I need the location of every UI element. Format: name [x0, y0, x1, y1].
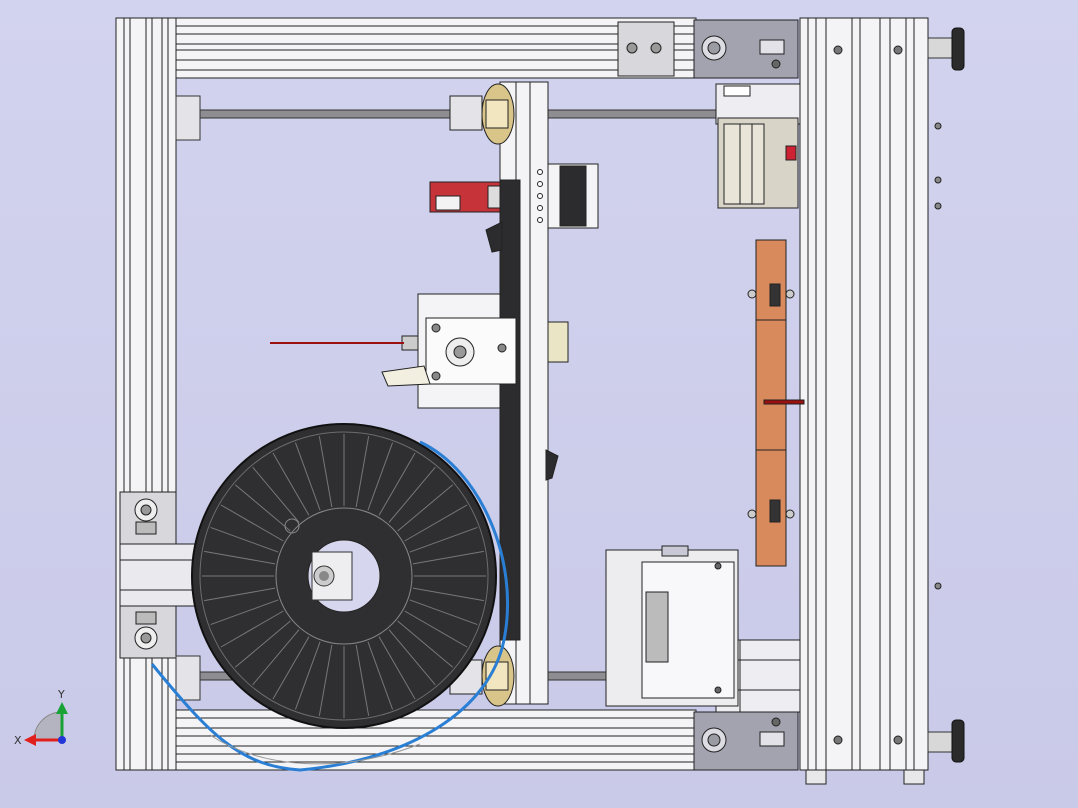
- right-rod-mount-top: [715, 83, 801, 125]
- spool-spoke: [204, 550, 276, 565]
- spool-spoke: [412, 587, 484, 602]
- spool-spoke: [404, 610, 468, 648]
- spool-spoke: [355, 436, 370, 508]
- x-stepper-motor: [547, 163, 599, 229]
- spool-spoke: [409, 599, 478, 626]
- spool-spoke: [234, 484, 291, 532]
- knob-icon[interactable]: [927, 27, 965, 71]
- spool-spoke: [378, 452, 416, 516]
- axis-triad-icon: Y X: [14, 688, 68, 747]
- spool-spoke: [409, 526, 478, 553]
- spool-spoke: [220, 610, 284, 648]
- spool-spoke: [252, 466, 300, 523]
- top-linear-rod: [175, 95, 721, 141]
- spool-spoke: [204, 587, 276, 602]
- bottom-frame-extrusion: [175, 709, 697, 771]
- top-right-corner-bracket: [693, 19, 799, 79]
- spool-spoke: [397, 484, 454, 532]
- spool-spoke: [367, 641, 394, 710]
- filament-spool[interactable]: [191, 423, 497, 729]
- spool-spoke: [294, 641, 321, 710]
- spool-spoke: [220, 504, 284, 542]
- extruder-assembly: [381, 293, 569, 409]
- axis-x-label: X: [14, 734, 22, 747]
- spool-spoke: [294, 442, 321, 511]
- power-supply-box: [605, 545, 739, 707]
- endstop-pcb-strip: [747, 239, 805, 567]
- spool-spoke: [272, 636, 310, 700]
- spool-spoke: [388, 629, 436, 686]
- spool-spoke: [210, 526, 279, 553]
- spool-spoke: [318, 436, 333, 508]
- spool-spoke: [412, 550, 484, 565]
- spool-spoke: [378, 636, 416, 700]
- right-frame-extrusion: [799, 17, 942, 785]
- spool-spoke: [388, 466, 436, 523]
- spool-spoke: [234, 620, 291, 668]
- spool-spoke: [272, 452, 310, 516]
- left-clamp-upper: [119, 491, 177, 545]
- left-clamp-lower: [119, 605, 177, 659]
- y-stepper-motor: [717, 117, 799, 209]
- axis-y-label: Y: [57, 688, 65, 701]
- spool-spoke: [355, 644, 370, 716]
- spool-holder-bar: [119, 543, 201, 607]
- spool-spoke: [210, 599, 279, 626]
- spool-spoke: [397, 620, 454, 668]
- upper-bearing-block: [449, 83, 515, 145]
- knob-icon[interactable]: [927, 719, 965, 763]
- top-plate-bracket: [617, 21, 675, 77]
- bottom-right-corner-bracket: [693, 711, 799, 771]
- x-endstop-switch: [429, 181, 501, 213]
- spool-spoke: [367, 442, 394, 511]
- spool-spoke: [318, 644, 333, 716]
- spool-spoke: [252, 629, 300, 686]
- spool-spoke: [404, 504, 468, 542]
